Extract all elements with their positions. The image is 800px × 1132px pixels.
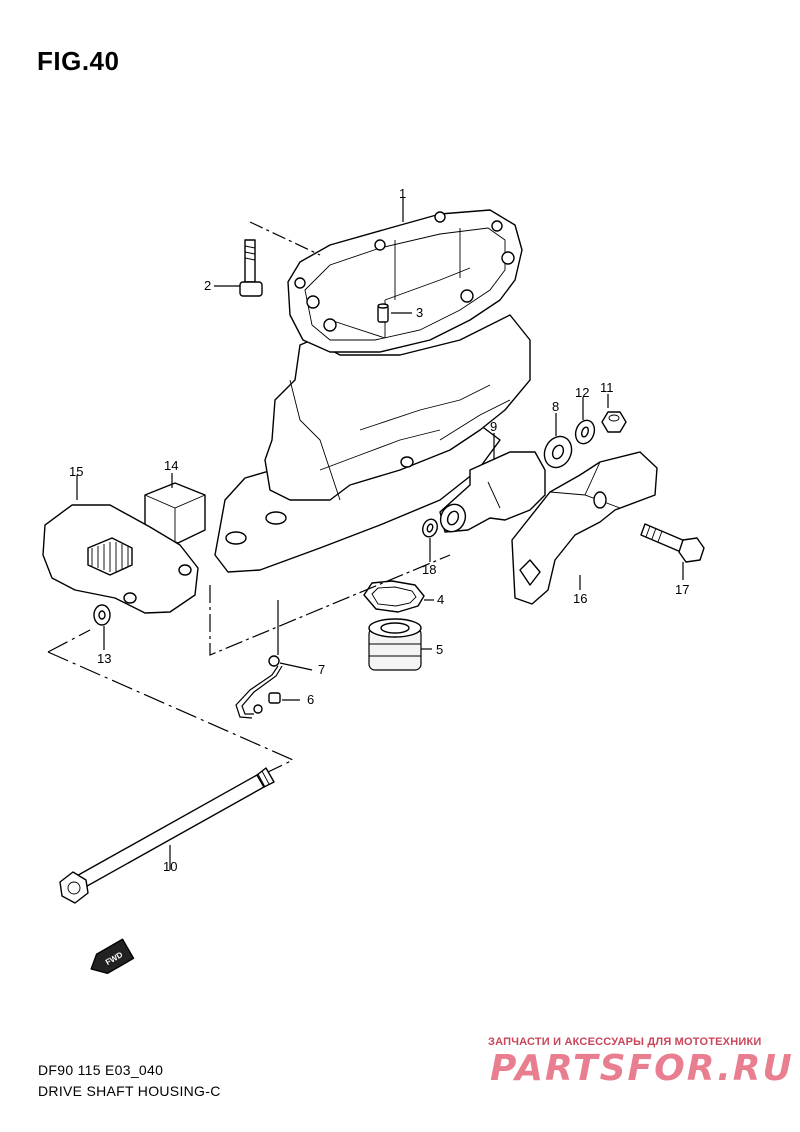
fwd-direction-arrow: FWD — [90, 938, 135, 975]
callout-numbers: 1 2 3 4 5 6 7 8 9 10 11 12 13 14 15 16 1… — [69, 186, 689, 874]
callout-2: 2 — [204, 278, 211, 293]
parts-6-7-ground-wire — [235, 655, 283, 719]
part-12-washer — [574, 419, 596, 445]
callout-17: 17 — [675, 582, 689, 597]
part-16-mount-cover — [511, 451, 658, 605]
part-9-mount-rubber — [439, 451, 546, 533]
part-8-washer — [543, 435, 573, 469]
callout-14: 14 — [164, 458, 178, 473]
callout-16: 16 — [573, 591, 587, 606]
callout-8: 8 — [552, 399, 559, 414]
part-15-mount-bracket — [42, 504, 199, 614]
callout-9: 9 — [490, 419, 497, 434]
callout-15: 15 — [69, 464, 83, 479]
part-5-bushing — [368, 618, 422, 671]
assembly-guide-lines — [47, 221, 451, 773]
part-3-dowel-pin — [377, 303, 389, 323]
callout-1: 1 — [399, 186, 406, 201]
watermark-tagline: ЗАПЧАСТИ И АКСЕССУАРЫ ДЛЯ МОТОТЕХНИКИ — [488, 1036, 762, 1048]
callout-3: 3 — [416, 305, 423, 320]
callout-13: 13 — [97, 651, 111, 666]
callout-4: 4 — [437, 592, 444, 607]
callout-5: 5 — [436, 642, 443, 657]
callout-leaders — [76, 198, 684, 870]
part-4-seal — [363, 580, 425, 613]
part-10-long-bolt — [59, 767, 275, 904]
watermark-brand: PARTSFOR.RU — [490, 1048, 794, 1089]
callout-12: 12 — [575, 385, 589, 400]
drive-shaft-housing — [214, 209, 531, 573]
callout-10: 10 — [163, 859, 177, 874]
part-17-bolt — [640, 523, 705, 563]
callout-11: 11 — [600, 380, 614, 395]
part-2-flange-bolt — [239, 239, 263, 297]
callout-6: 6 — [307, 692, 314, 707]
diagram-code: DF90 115 E03_040 — [38, 1062, 164, 1078]
callout-18: 18 — [422, 562, 436, 577]
part-11-nut — [601, 411, 627, 433]
diagram-name: DRIVE SHAFT HOUSING-C — [38, 1083, 221, 1099]
figure-title: FIG.40 — [37, 46, 120, 76]
part-13-washer — [93, 604, 111, 626]
part-18-washer — [422, 518, 438, 538]
callout-7: 7 — [318, 662, 325, 677]
